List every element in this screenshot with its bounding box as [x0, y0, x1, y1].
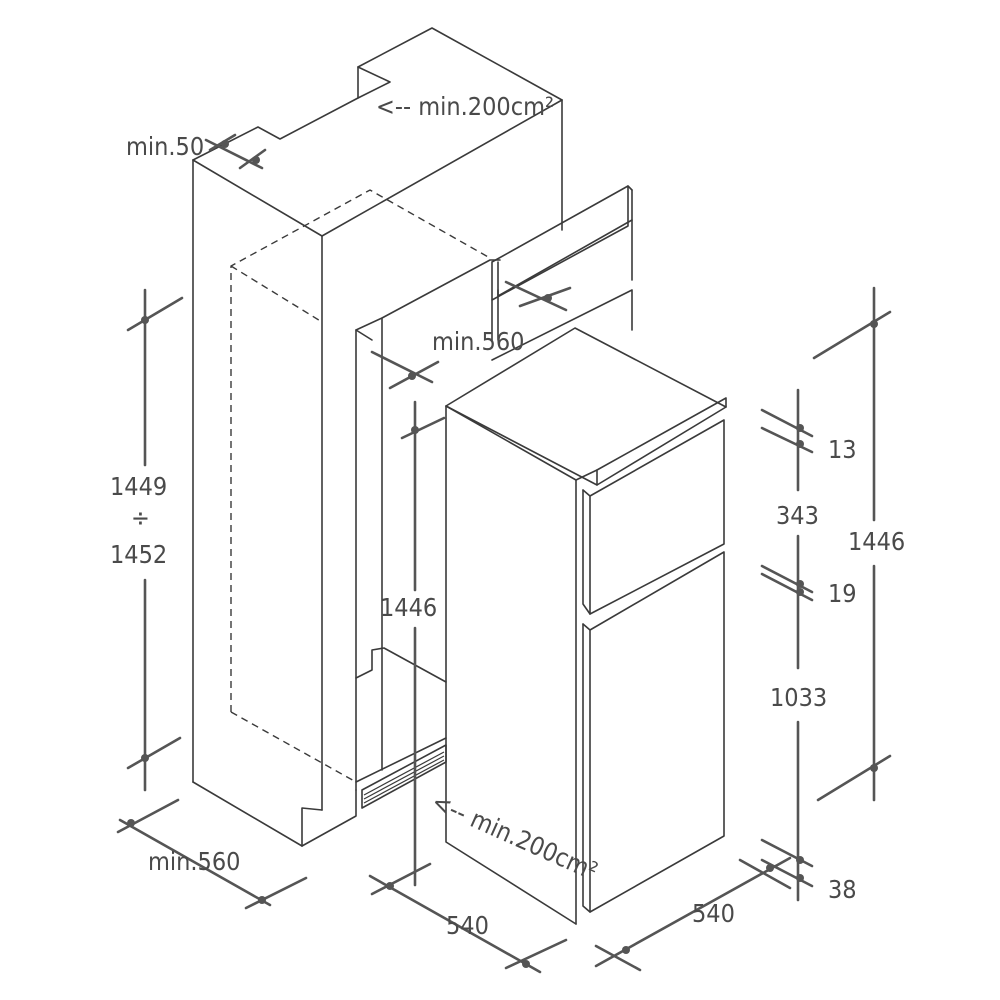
cabinet-top-notch — [357, 66, 391, 99]
cabinet-doors — [491, 185, 633, 361]
label-dim-13: 13 — [828, 435, 857, 464]
label-dim-343: 343 — [776, 501, 819, 530]
dimension-lines — [116, 133, 892, 974]
label-height-1449: 1449 — [110, 472, 167, 501]
label-height-1452: 1452 — [110, 540, 167, 569]
dimension-labels: min.50 <-- min.200cm² min.560 1449 ÷ 145… — [110, 92, 905, 940]
label-dim-1033: 1033 — [770, 683, 827, 712]
label-vent-top: <-- min.200cm² — [376, 92, 554, 121]
freezer-door — [582, 419, 725, 615]
appliance — [445, 327, 727, 925]
label-dim-19: 19 — [828, 579, 857, 608]
label-min-560-top: min.560 — [432, 327, 524, 356]
label-width-540-left: 540 — [446, 911, 489, 940]
hidden-back-outline — [230, 189, 491, 712]
cabinet — [192, 27, 563, 847]
label-width-540-right: 540 — [692, 899, 735, 928]
label-min-560-bottom: min.560 — [148, 847, 240, 876]
label-height-1446-right: 1446 — [848, 527, 905, 556]
fridge-door — [582, 551, 725, 913]
label-min-50: min.50 — [126, 132, 204, 161]
label-dim-38: 38 — [828, 875, 857, 904]
label-height-1446-inner: 1446 — [380, 593, 437, 622]
label-height-divide: ÷ — [131, 503, 150, 532]
